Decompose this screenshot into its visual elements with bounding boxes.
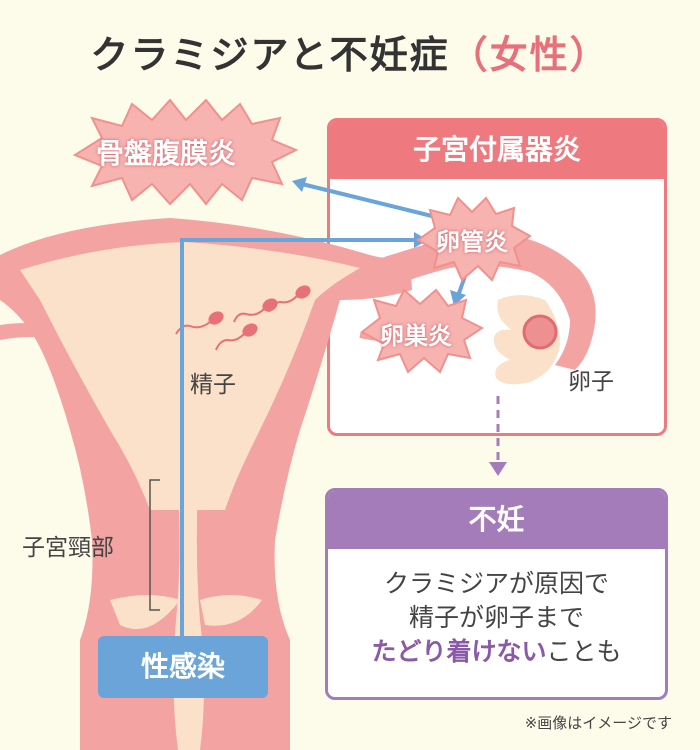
arrow-to-peritonitis <box>292 177 307 192</box>
sperm-head-4 <box>295 285 311 299</box>
burst-salpingitis <box>416 196 532 282</box>
label-pelvic-peritonitis: 骨盤腹膜炎 <box>96 137 237 170</box>
arrow-line-peritonitis <box>301 182 441 220</box>
title-sub: （女性） <box>449 33 610 77</box>
burst-oophoritis <box>360 288 484 374</box>
infertility-line-2: 精子が卵子まで <box>408 603 584 632</box>
infection-path <box>180 238 418 636</box>
infertility-description: クラミジアが原因で 精子が卵子まで たどり着けないことも <box>328 549 665 669</box>
infertility-line-1: クラミジアが原因で <box>383 569 609 598</box>
label-oophoritis: 卵巣炎 <box>380 322 452 350</box>
sperm-head-2 <box>262 298 278 312</box>
sperm-group <box>175 285 311 351</box>
sperm-tail-3 <box>215 333 245 351</box>
label-cervix: 子宮頸部 <box>22 535 114 561</box>
infertility-panel: 不妊 クラミジアが原因で 精子が卵子まで たどり着けないことも <box>325 488 668 700</box>
dashed-arrow-head <box>489 462 507 476</box>
sperm-head-3 <box>242 323 258 337</box>
burst-peritonitis <box>72 98 299 206</box>
label-sperm: 精子 <box>190 372 236 398</box>
infertility-heading: 不妊 <box>328 491 665 549</box>
uterine-cavity <box>20 242 360 510</box>
sperm-tail-2 <box>233 308 265 323</box>
title-main: クラミジアと不妊症 <box>90 33 450 77</box>
sperm-tail-4 <box>268 295 298 313</box>
infertility-highlight: たどり着けない <box>371 637 547 666</box>
image-note: ※画像はイメージです <box>524 714 672 732</box>
label-salpingitis: 卵管炎 <box>436 228 508 256</box>
ovum <box>522 314 558 350</box>
sperm-tail-1 <box>175 321 211 335</box>
page-title: クラミジアと不妊症（女性） <box>0 24 700 79</box>
infertility-line-3-rest: ことも <box>546 637 622 666</box>
sti-label-box: 性感染 <box>98 636 268 698</box>
arrow-to-oophoritis <box>450 290 466 306</box>
adnexitis-heading: 子宮付属器炎 <box>330 121 664 179</box>
right-fallopian-tube <box>360 231 596 370</box>
cervix-bracket <box>149 479 160 611</box>
fold-right <box>200 595 262 626</box>
fold-left <box>110 595 180 630</box>
infertility-line-3: たどり着けないことも <box>328 635 665 669</box>
label-ovum: 卵子 <box>568 369 614 395</box>
sperm-head-1 <box>208 311 224 325</box>
